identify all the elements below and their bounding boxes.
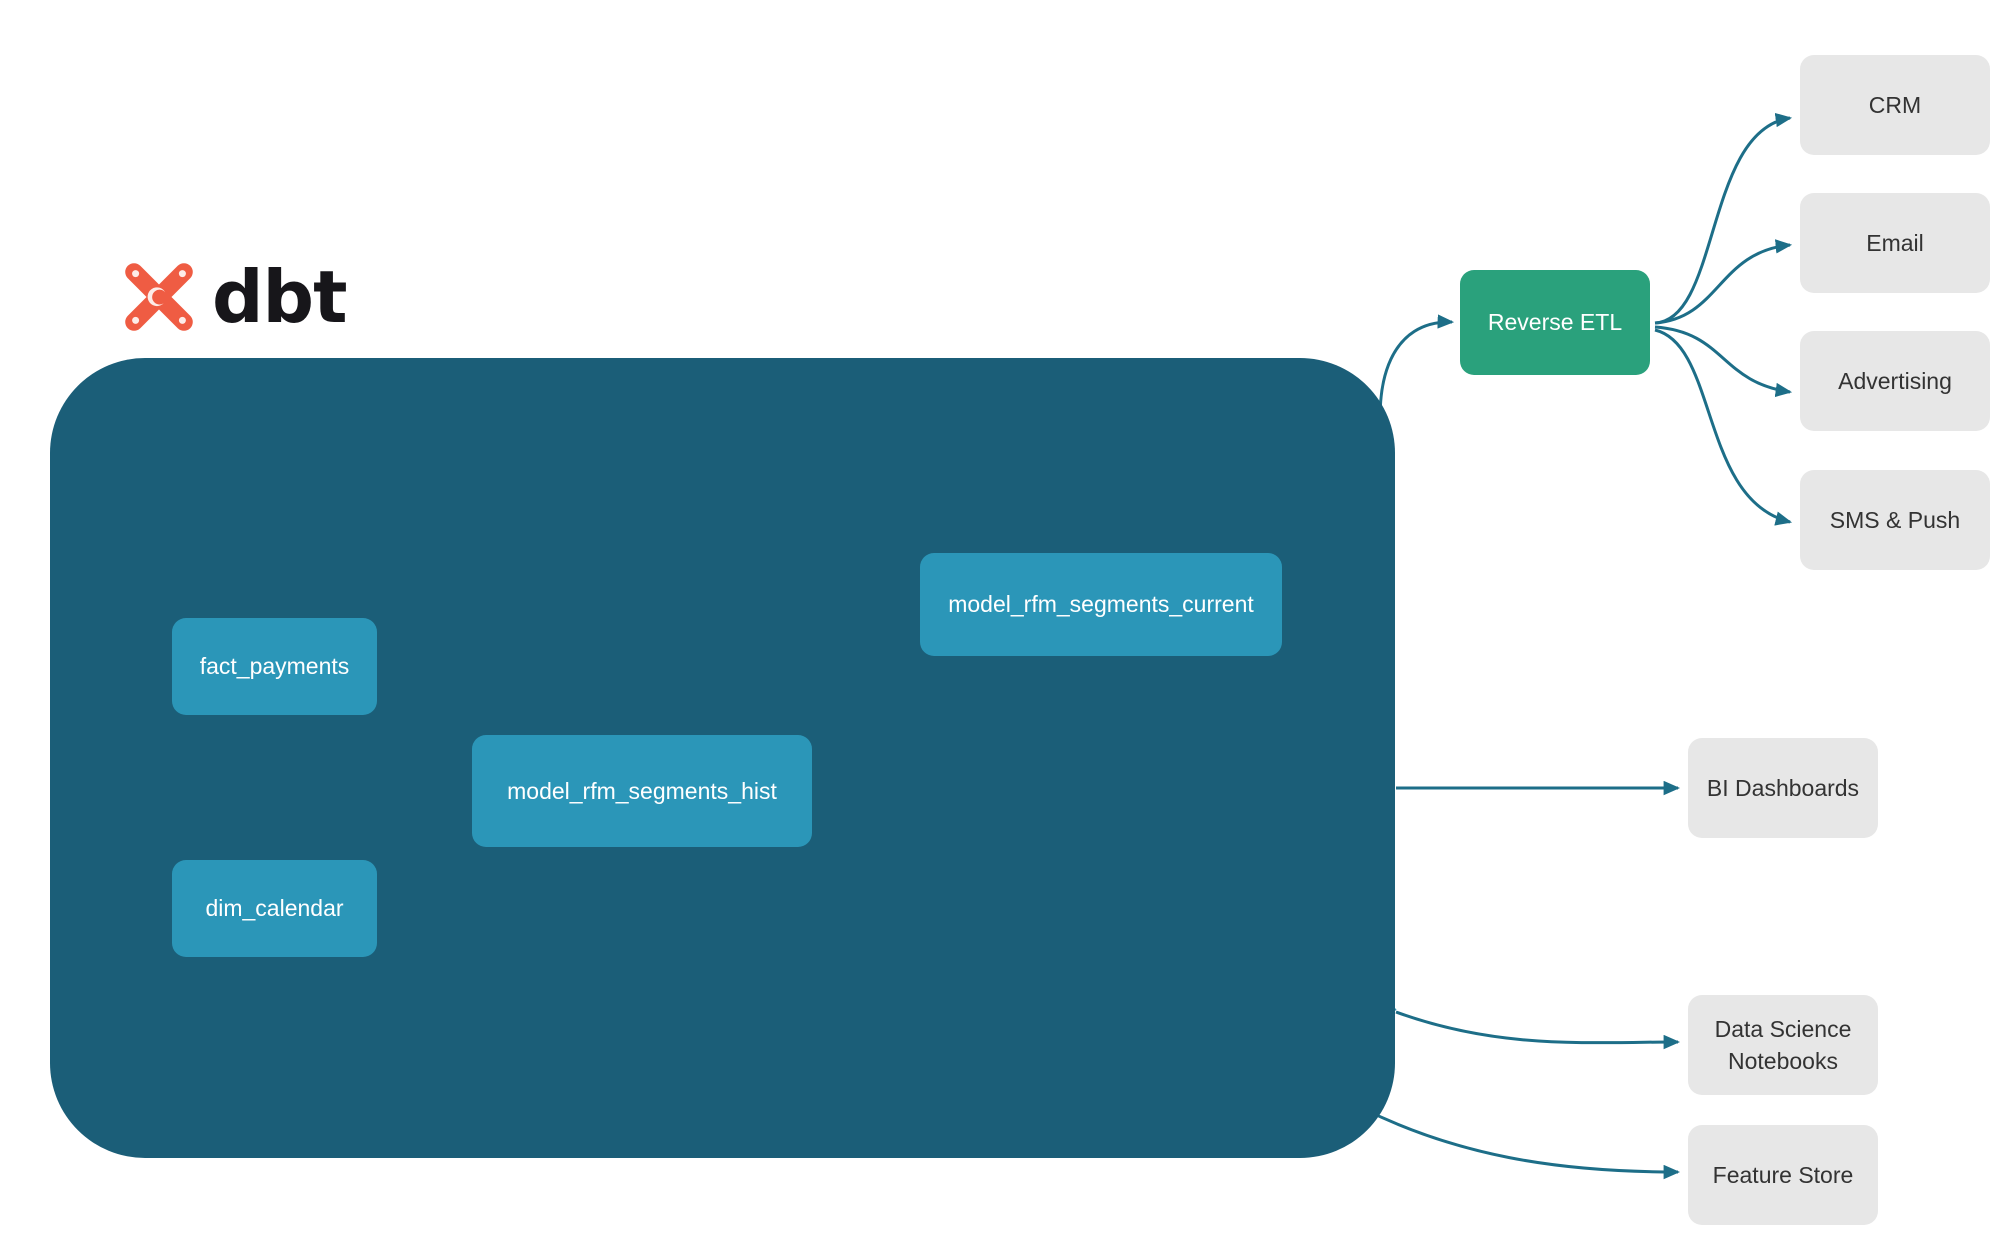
edge-reverse-etl-to-advertising	[1654, 325, 1793, 398]
model-node-fact-payments[interactable]: fact_payments	[172, 618, 377, 715]
model-node-rfm-segments-hist[interactable]: model_rfm_segments_hist	[472, 735, 812, 847]
consumer-node-bi-dashboards[interactable]: BI Dashboards	[1688, 738, 1878, 838]
model-node-rfm-segments-current[interactable]: model_rfm_segments_current	[920, 553, 1282, 656]
edge-reverse-etl-to-sms-push	[1654, 328, 1793, 526]
edge-reverse-etl-to-crm	[1654, 112, 1793, 325]
consumer-node-data-science-notebooks[interactable]: Data Science Notebooks	[1688, 995, 1878, 1095]
edge-reverse-etl-to-email	[1654, 239, 1793, 325]
reverse-etl-node[interactable]: Reverse ETL	[1460, 270, 1650, 375]
dbt-logo-icon	[125, 263, 193, 331]
destination-node-advertising[interactable]: Advertising	[1800, 331, 1990, 431]
dbt-logo: dbt	[120, 258, 347, 336]
consumer-label-line2: Notebooks	[1728, 1048, 1838, 1074]
destination-node-crm[interactable]: CRM	[1800, 55, 1990, 155]
destination-node-email[interactable]: Email	[1800, 193, 1990, 293]
consumer-node-feature-store[interactable]: Feature Store	[1688, 1125, 1878, 1225]
model-node-dim-calendar[interactable]: dim_calendar	[172, 860, 377, 957]
destination-node-sms-push[interactable]: SMS & Push	[1800, 470, 1990, 570]
consumer-label-line1: Data Science	[1714, 1016, 1852, 1042]
edge-to-data-science-notebooks	[1395, 1010, 1681, 1050]
dbt-wordmark: dbt	[212, 255, 347, 339]
